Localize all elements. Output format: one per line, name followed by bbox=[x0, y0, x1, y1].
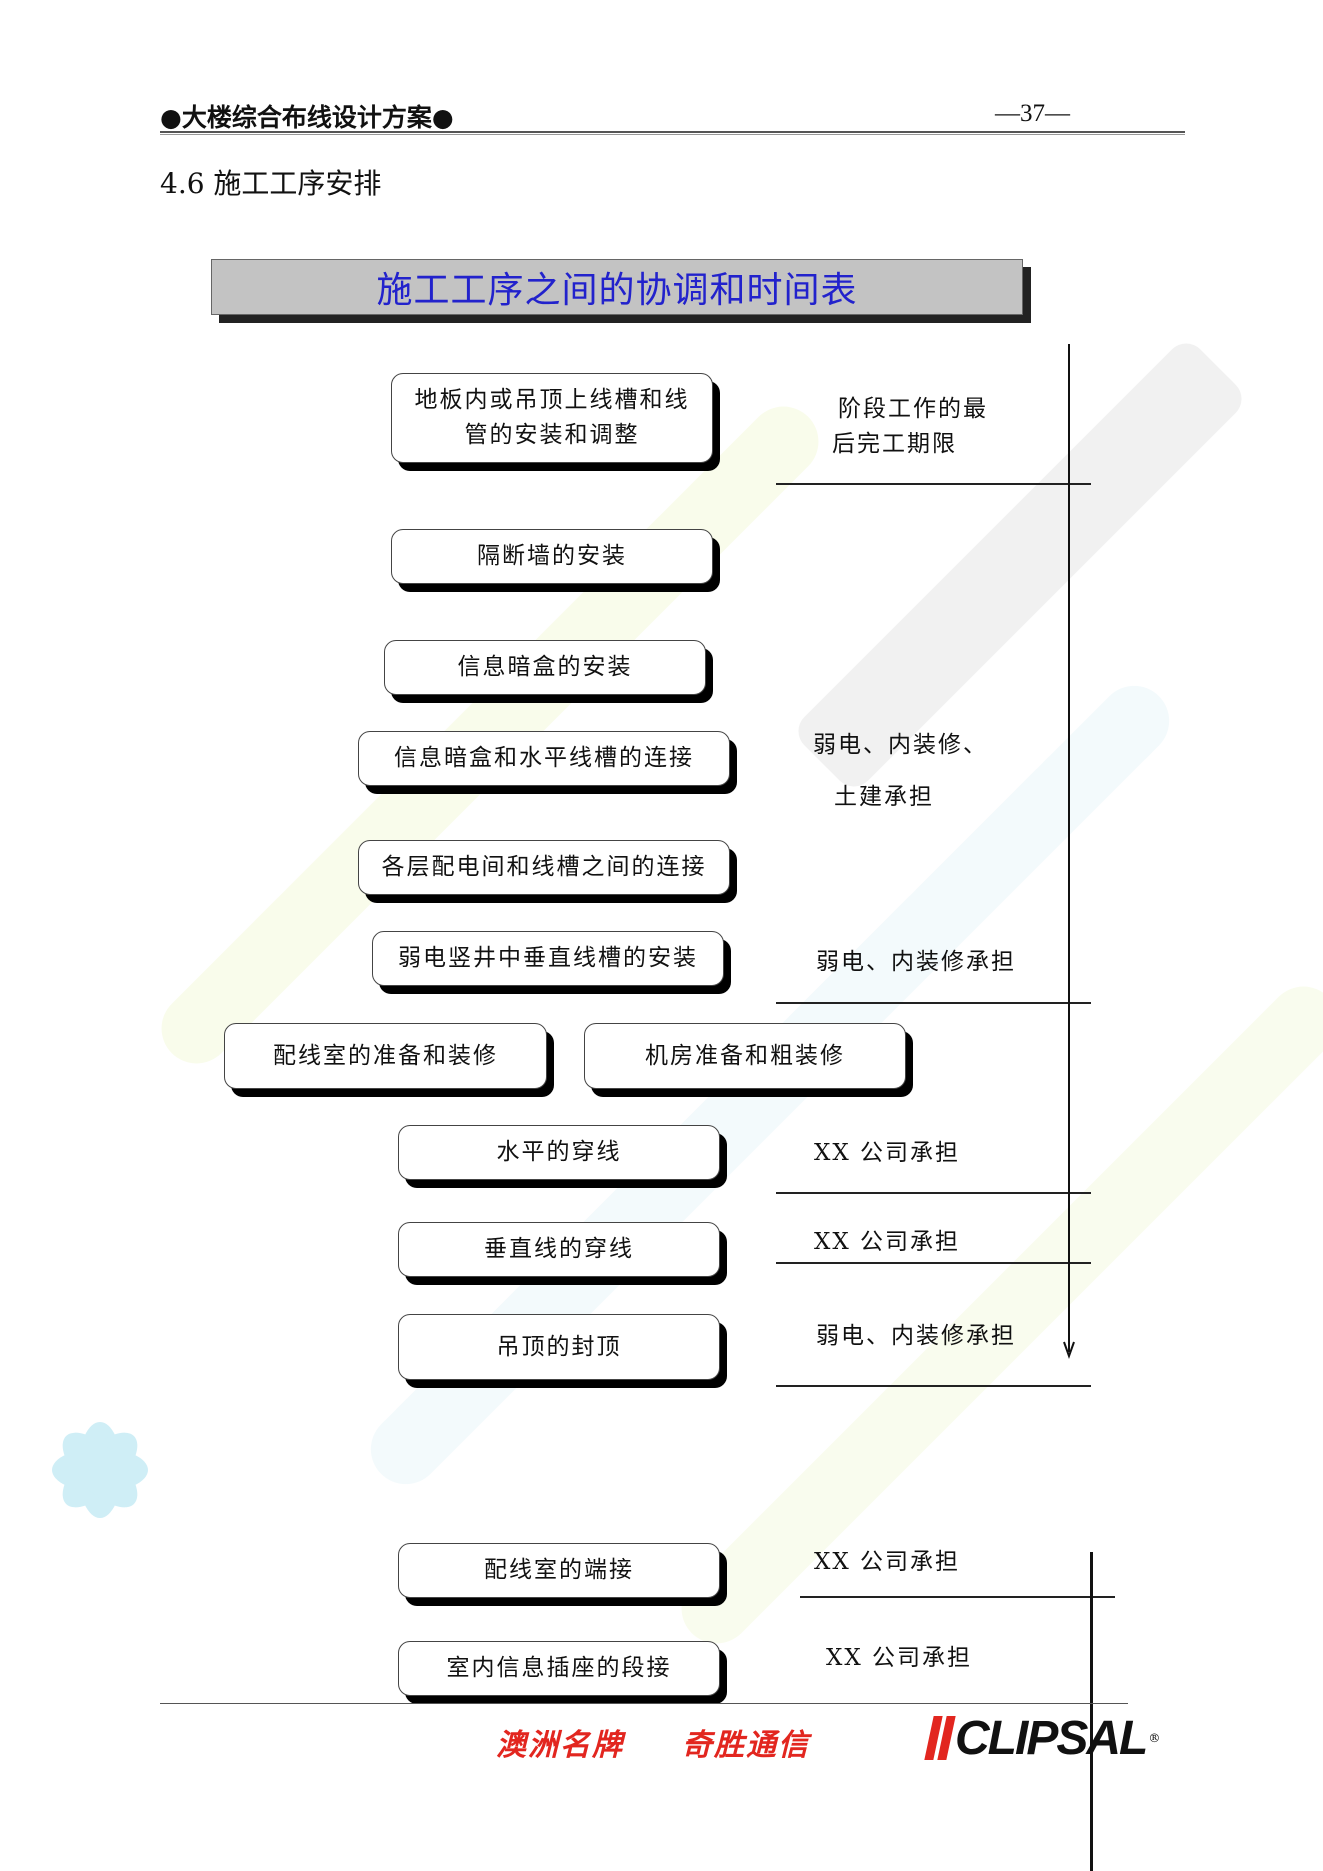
header-rule bbox=[160, 131, 1185, 133]
step-box-vertical-cabling: 垂直线的穿线 bbox=[398, 1222, 720, 1277]
responsibility-label: 弱电、内装修、 bbox=[813, 732, 988, 758]
section-heading: 4.6 施工工序安排 bbox=[160, 167, 382, 200]
step-box-vertical-trunking: 弱电竖井中垂直线槽的安装 bbox=[372, 931, 724, 986]
step-box-machine-room-prep: 机房准备和粗装修 bbox=[584, 1023, 906, 1089]
timeline-line bbox=[1090, 1552, 1093, 1871]
responsibility-label: 弱电、内装修承担 bbox=[816, 949, 1016, 975]
deadline-label-line1: 阶段工作的最 bbox=[838, 396, 988, 422]
step-text: 管的安装和调整 bbox=[464, 422, 640, 448]
banner-title: 施工工序之间的协调和时间表 bbox=[376, 270, 858, 311]
step-text: 地板内或吊顶上线槽和线 bbox=[414, 387, 690, 413]
divider-line bbox=[776, 1262, 1091, 1264]
logo-text: CLIPSAL bbox=[955, 1711, 1148, 1765]
watermark-flower-icon bbox=[52, 1422, 148, 1518]
step-text: 信息暗盒和水平线槽的连接 bbox=[394, 745, 694, 771]
responsibility-label: XX 公司承担 bbox=[814, 1229, 961, 1255]
step-text: 垂直线的穿线 bbox=[484, 1236, 634, 1262]
step-text: 水平的穿线 bbox=[496, 1139, 622, 1165]
divider-line bbox=[776, 1385, 1091, 1387]
step-box-outlet-box: 信息暗盒的安装 bbox=[384, 640, 706, 695]
responsibility-label: XX 公司承担 bbox=[814, 1140, 961, 1166]
divider-line bbox=[800, 1596, 1115, 1598]
step-text: 隔断墙的安装 bbox=[477, 543, 627, 569]
step-box-wiring-room-prep: 配线室的准备和装修 bbox=[224, 1023, 547, 1089]
step-box-ceiling-closure: 吊顶的封顶 bbox=[398, 1314, 720, 1380]
step-text: 吊顶的封顶 bbox=[496, 1333, 622, 1360]
step-box-wiring-room-termination: 配线室的端接 bbox=[398, 1543, 720, 1598]
banner: 施工工序之间的协调和时间表 bbox=[211, 259, 1023, 315]
step-text: 配线室的端接 bbox=[484, 1557, 634, 1583]
step-text: 各层配电间和线槽之间的连接 bbox=[381, 854, 707, 880]
step-text: 机房准备和粗装修 bbox=[645, 1042, 845, 1069]
responsibility-label: XX 公司承担 bbox=[814, 1549, 961, 1575]
responsibility-label: 土建承担 bbox=[834, 784, 934, 810]
step-box-distribution-room-connection: 各层配电间和线槽之间的连接 bbox=[358, 840, 730, 895]
step-box-outlet-trunk-connection: 信息暗盒和水平线槽的连接 bbox=[358, 731, 730, 786]
divider-line bbox=[776, 1192, 1091, 1194]
timeline-arrow bbox=[1063, 344, 1075, 1359]
page-number: —37— bbox=[995, 100, 1070, 127]
footer-slogan-brand: 澳洲名牌 bbox=[496, 1728, 624, 1763]
deadline-label-line2: 后完工期限 bbox=[832, 431, 957, 457]
step-text: 室内信息插座的段接 bbox=[446, 1655, 672, 1681]
step-box-floor-trunking: 地板内或吊顶上线槽和线 管的安装和调整 bbox=[391, 373, 713, 463]
step-box-outlet-termination: 室内信息插座的段接 bbox=[398, 1641, 720, 1696]
document-title: ●大楼综合布线设计方案● bbox=[160, 103, 454, 132]
logo-bars-icon bbox=[924, 1716, 956, 1760]
divider-line bbox=[776, 1002, 1091, 1004]
clipsal-logo: CLIPSAL ® bbox=[924, 1711, 1161, 1765]
step-text: 信息暗盒的安装 bbox=[457, 654, 633, 680]
step-box-horizontal-cabling: 水平的穿线 bbox=[398, 1125, 720, 1180]
step-text: 配线室的准备和装修 bbox=[273, 1042, 498, 1069]
divider-line bbox=[776, 483, 1091, 485]
responsibility-label: XX 公司承担 bbox=[826, 1645, 973, 1671]
footer-slogan-company: 奇胜通信 bbox=[682, 1728, 810, 1763]
footer-rule bbox=[160, 1703, 1128, 1704]
step-box-partition-wall: 隔断墙的安装 bbox=[391, 529, 713, 584]
step-text: 弱电竖井中垂直线槽的安装 bbox=[398, 945, 698, 971]
responsibility-label: 弱电、内装修承担 bbox=[816, 1323, 1016, 1349]
header-rule-thin bbox=[160, 134, 1185, 135]
logo-registered-mark: ® bbox=[1148, 1731, 1161, 1745]
